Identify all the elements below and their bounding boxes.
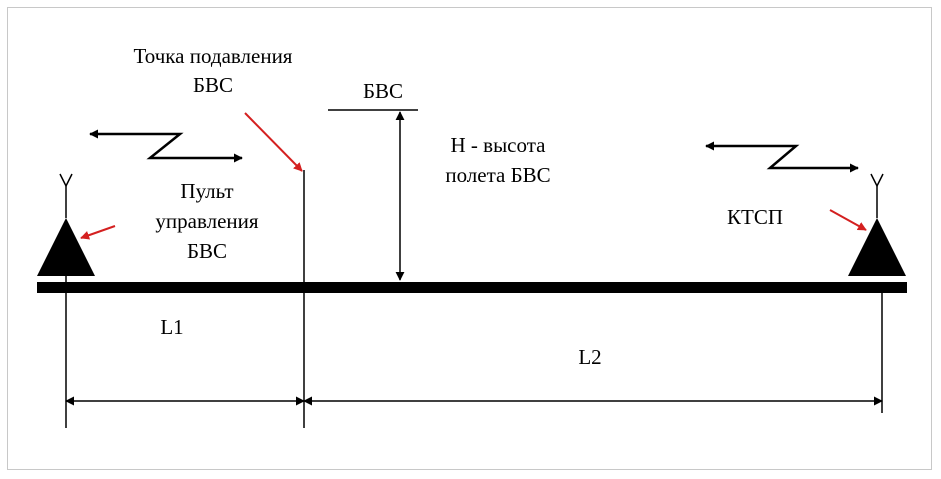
ktsp-station [848, 173, 906, 276]
pointer-arrow-icon [244, 112, 303, 172]
diagram-frame [7, 7, 932, 470]
control-station-triangle [37, 218, 95, 276]
control-label-line3: БВС [187, 239, 227, 263]
control-station [37, 173, 95, 276]
height-label-line2: полета БВС [445, 163, 550, 187]
suppression-point-label-line2: БВС [193, 73, 233, 97]
l1-label: L1 [160, 315, 183, 339]
suppression-point-label-line1: Точка подавления [134, 44, 293, 68]
height-label-line1: H - высота [451, 133, 547, 157]
control-label-line1: Пульт [180, 179, 233, 203]
uav-label: БВС [363, 79, 403, 103]
l2-label: L2 [578, 345, 601, 369]
antenna-icon [59, 173, 73, 188]
radio-link-arrow-icon [89, 129, 243, 163]
pointer-arrow-icon [80, 225, 116, 240]
radio-link-arrow-icon [705, 141, 859, 173]
ktsp-label: КТСП [727, 205, 783, 229]
antenna-icon [870, 173, 884, 188]
pointer-arrow-icon [829, 209, 867, 231]
control-label-line2: управления [155, 209, 258, 233]
ktsp-station-triangle [848, 218, 906, 276]
ground-line [37, 282, 907, 293]
